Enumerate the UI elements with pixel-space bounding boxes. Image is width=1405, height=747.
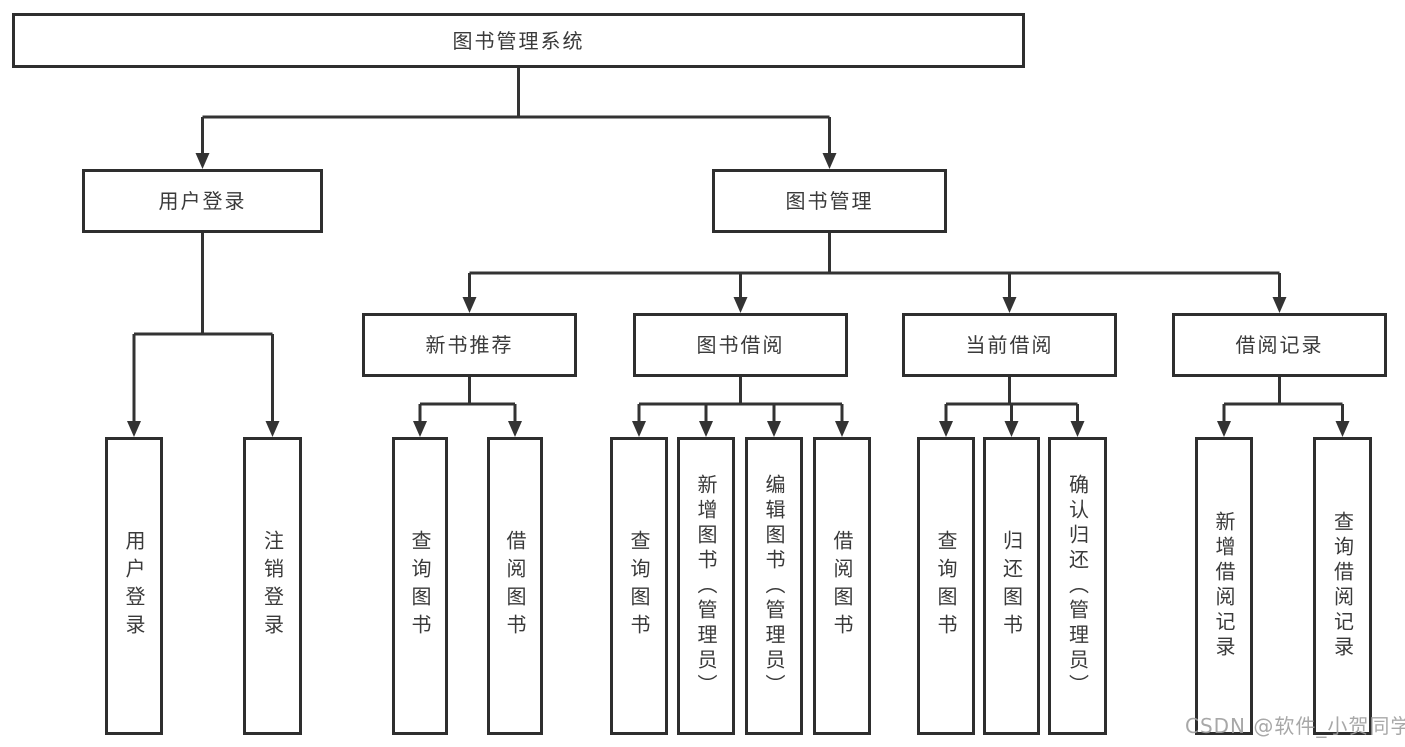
leaf-query-book-current: 查询图书 [917,437,975,735]
node-book-borrow: 图书借阅 [633,313,848,377]
node-borrow-records: 借阅记录 [1172,313,1387,377]
leaf-query-borrow-record: 查询借阅记录 [1313,437,1372,735]
node-new-book-recommend: 新书推荐 [362,313,577,377]
connector-paths [132,68,1344,425]
node-root: 图书管理系统 [12,13,1025,68]
leaf-query-book-borrow: 查询图书 [610,437,668,735]
leaf-user-login: 用户登录 [105,437,163,735]
leaf-add-book-admin: 新增图书（管理员） [677,437,735,735]
leaf-logout: 注销登录 [243,437,302,735]
leaf-add-borrow-record: 新增借阅记录 [1195,437,1253,735]
leaf-confirm-return-admin: 确认归还（管理员） [1048,437,1107,735]
leaf-borrow-book-borrow: 借阅图书 [813,437,871,735]
leaf-borrow-book-recommend: 借阅图书 [487,437,543,735]
leaf-return-book: 归还图书 [983,437,1040,735]
node-current-borrow: 当前借阅 [902,313,1117,377]
leaf-edit-book-admin: 编辑图书（管理员） [745,437,803,735]
node-user-login: 用户登录 [82,169,323,233]
leaf-query-book-recommend: 查询图书 [392,437,448,735]
csdn-watermark: CSDN @软件_小贺同学 [1185,714,1405,738]
arrowheads [127,153,1350,437]
node-book-management: 图书管理 [712,169,947,233]
